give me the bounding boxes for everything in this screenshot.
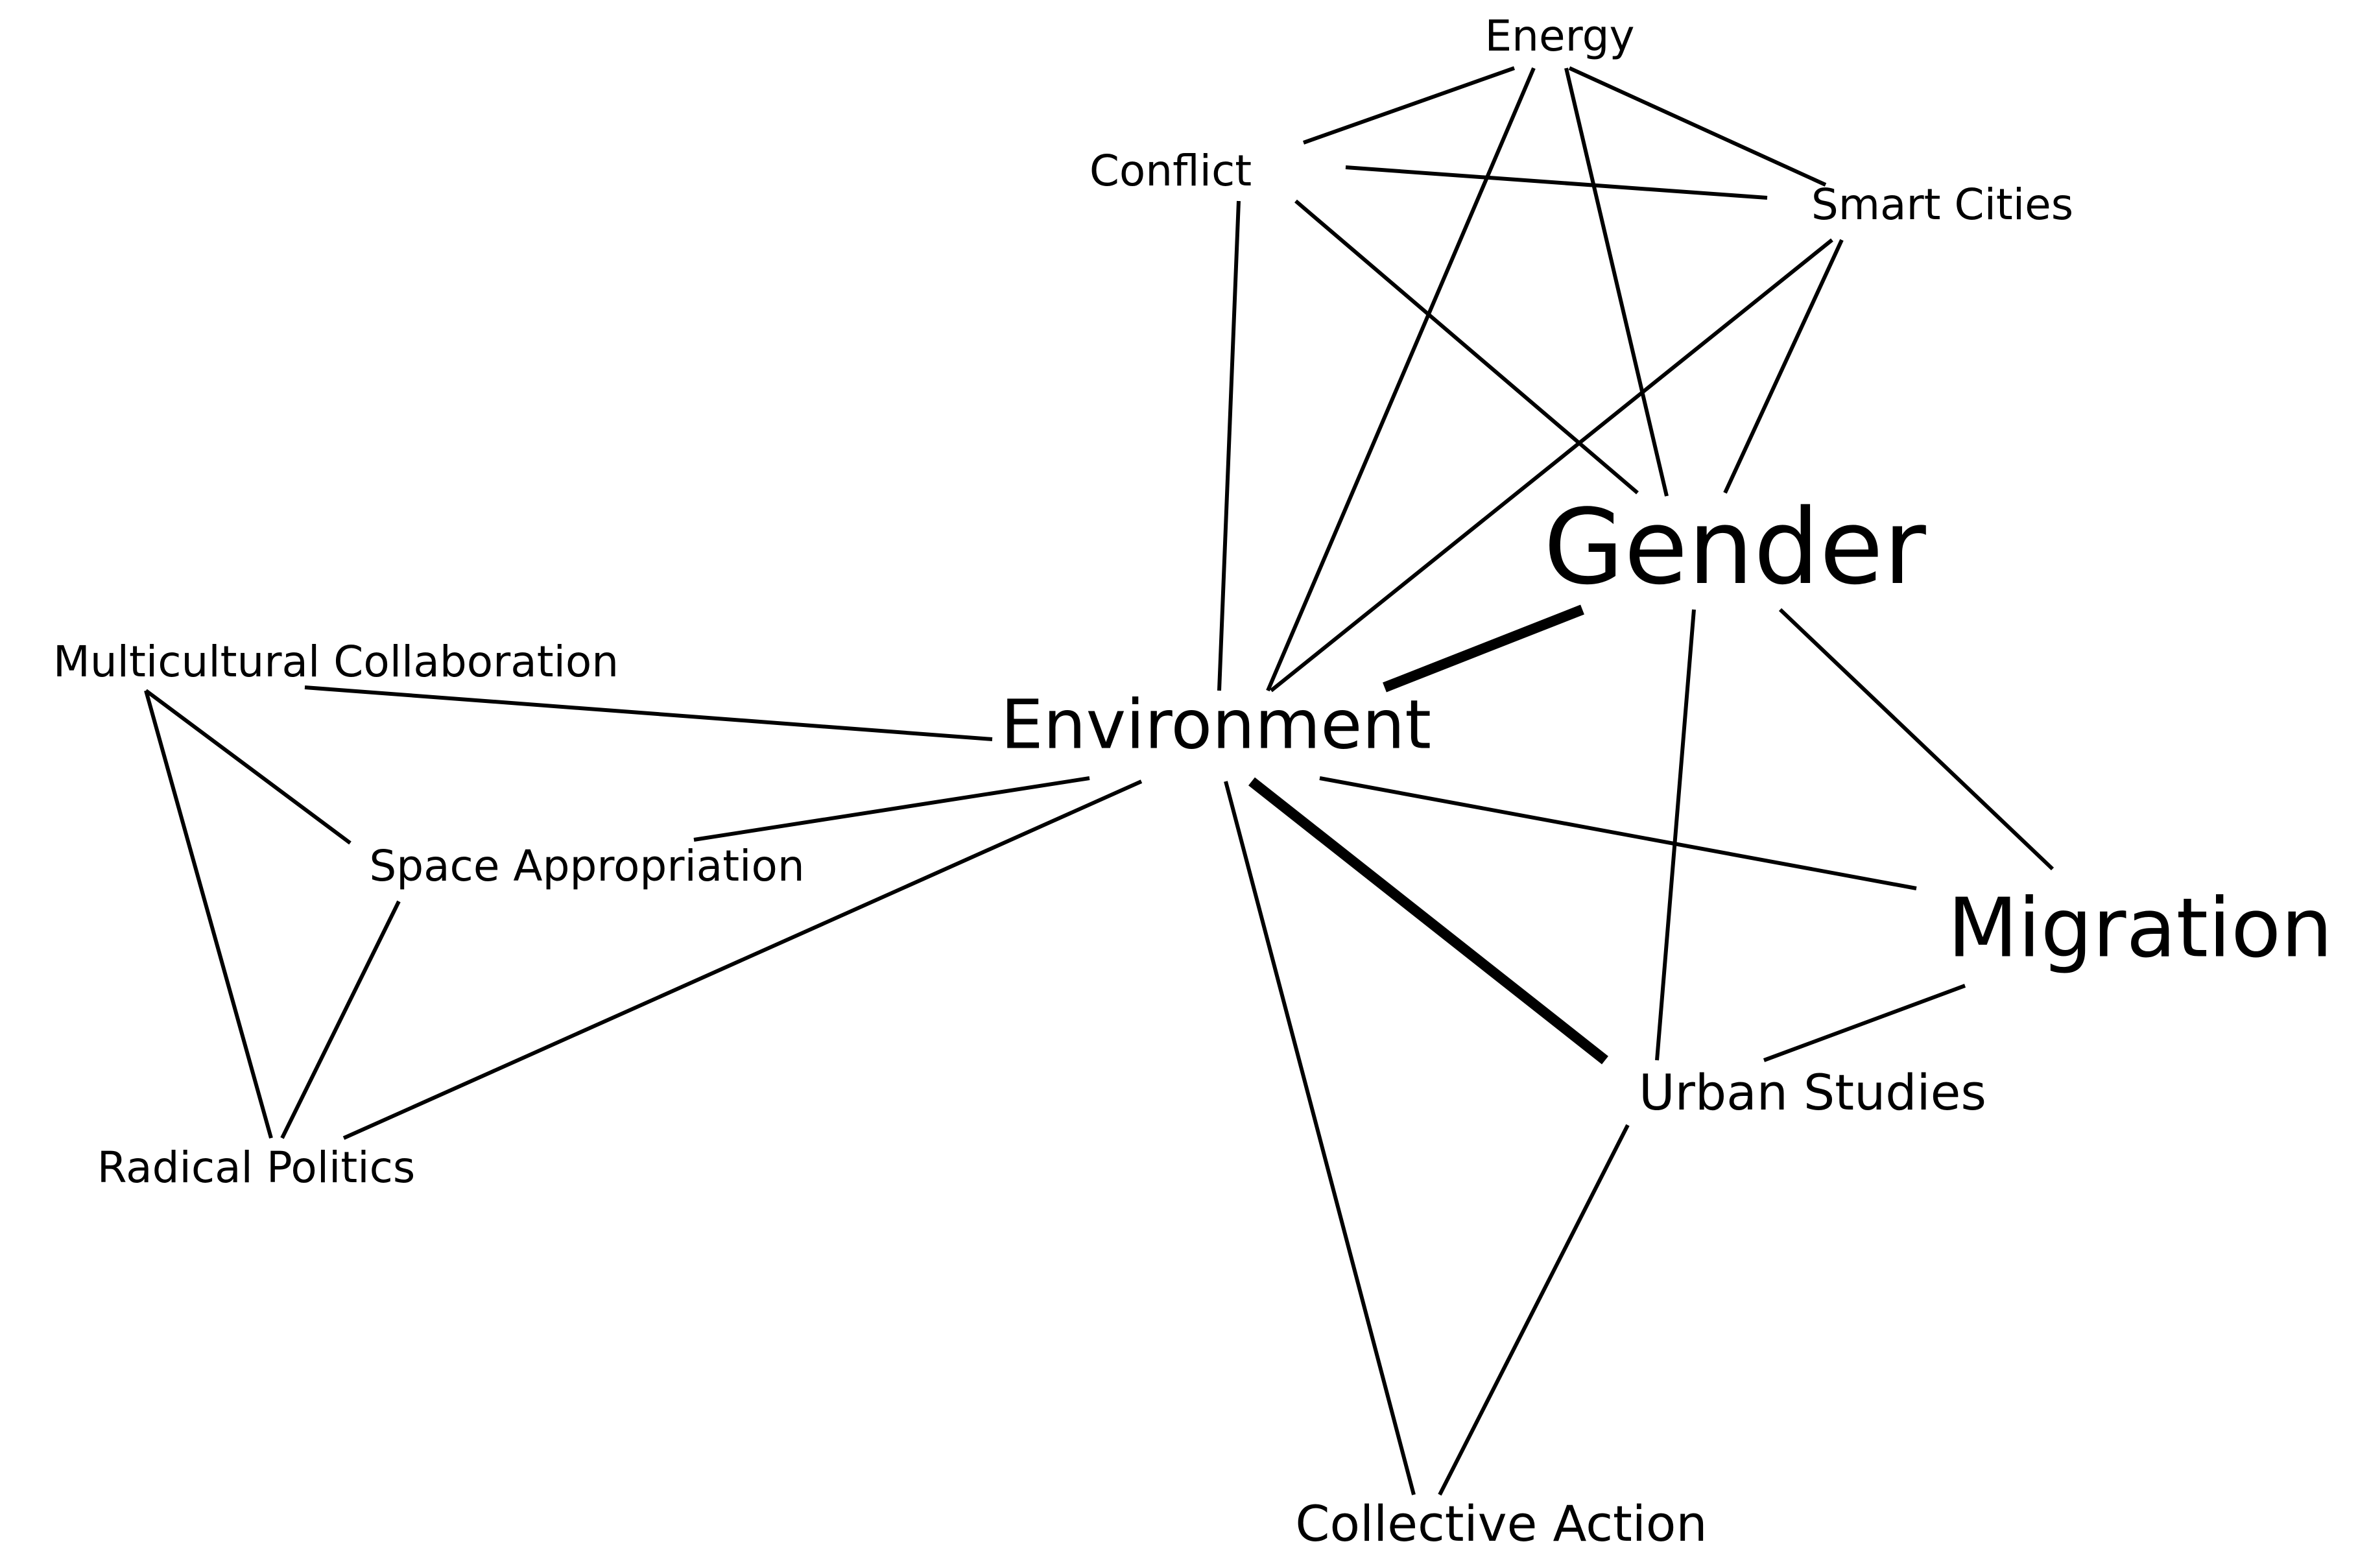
- node-label-gender: Gender: [1543, 486, 1926, 608]
- edge-space-appropriation-environment: [693, 776, 1090, 842]
- edge-space-appropriation-radical-politics: [280, 900, 401, 1139]
- edge-smart-cities-environment: [1270, 238, 1833, 693]
- edge-environment-collective-action: [1224, 781, 1416, 1495]
- node-label-environment: Environment: [1001, 685, 1431, 764]
- node-label-urban-studies: Urban Studies: [1639, 1063, 1986, 1121]
- edge-energy-smart-cities: [1568, 66, 1827, 187]
- edge-multicultural-collaboration-radical-politics: [144, 690, 273, 1139]
- edge-energy-gender: [1564, 67, 1669, 497]
- edge-migration-urban-studies: [1763, 984, 1966, 1062]
- edge-multicultural-collaboration-space-appropriation: [145, 689, 351, 845]
- edge-conflict-smart-cities: [1345, 165, 1768, 200]
- edge-gender-environment: [1383, 604, 1584, 693]
- node-label-radical-politics: Radical Politics: [97, 1143, 416, 1193]
- edge-energy-conflict: [1302, 66, 1516, 145]
- edge-gender-migration: [1778, 608, 2054, 871]
- edge-smart-cities-gender: [1723, 239, 1844, 494]
- edge-conflict-environment: [1217, 200, 1241, 691]
- node-label-space-appropriation: Space Appropriation: [369, 841, 804, 891]
- edge-multicultural-collaboration-environment: [304, 685, 993, 741]
- edge-urban-studies-collective-action: [1438, 1124, 1630, 1496]
- node-label-collective-action: Collective Action: [1295, 1495, 1707, 1552]
- edges-layer: [144, 66, 2054, 1496]
- edge-gender-urban-studies: [1655, 609, 1696, 1061]
- node-label-smart-cities: Smart Cities: [1811, 180, 2073, 230]
- node-label-energy: Energy: [1484, 11, 1634, 61]
- edge-environment-migration: [1319, 776, 1917, 890]
- edge-radical-politics-environment: [342, 779, 1143, 1140]
- node-label-multicultural-collaboration: Multicultural Collaboration: [53, 637, 619, 687]
- node-label-conflict: Conflict: [1090, 146, 1252, 196]
- edge-environment-urban-studies: [1248, 777, 1608, 1065]
- edge-energy-environment: [1266, 67, 1536, 692]
- node-label-migration: Migration: [1947, 881, 2333, 976]
